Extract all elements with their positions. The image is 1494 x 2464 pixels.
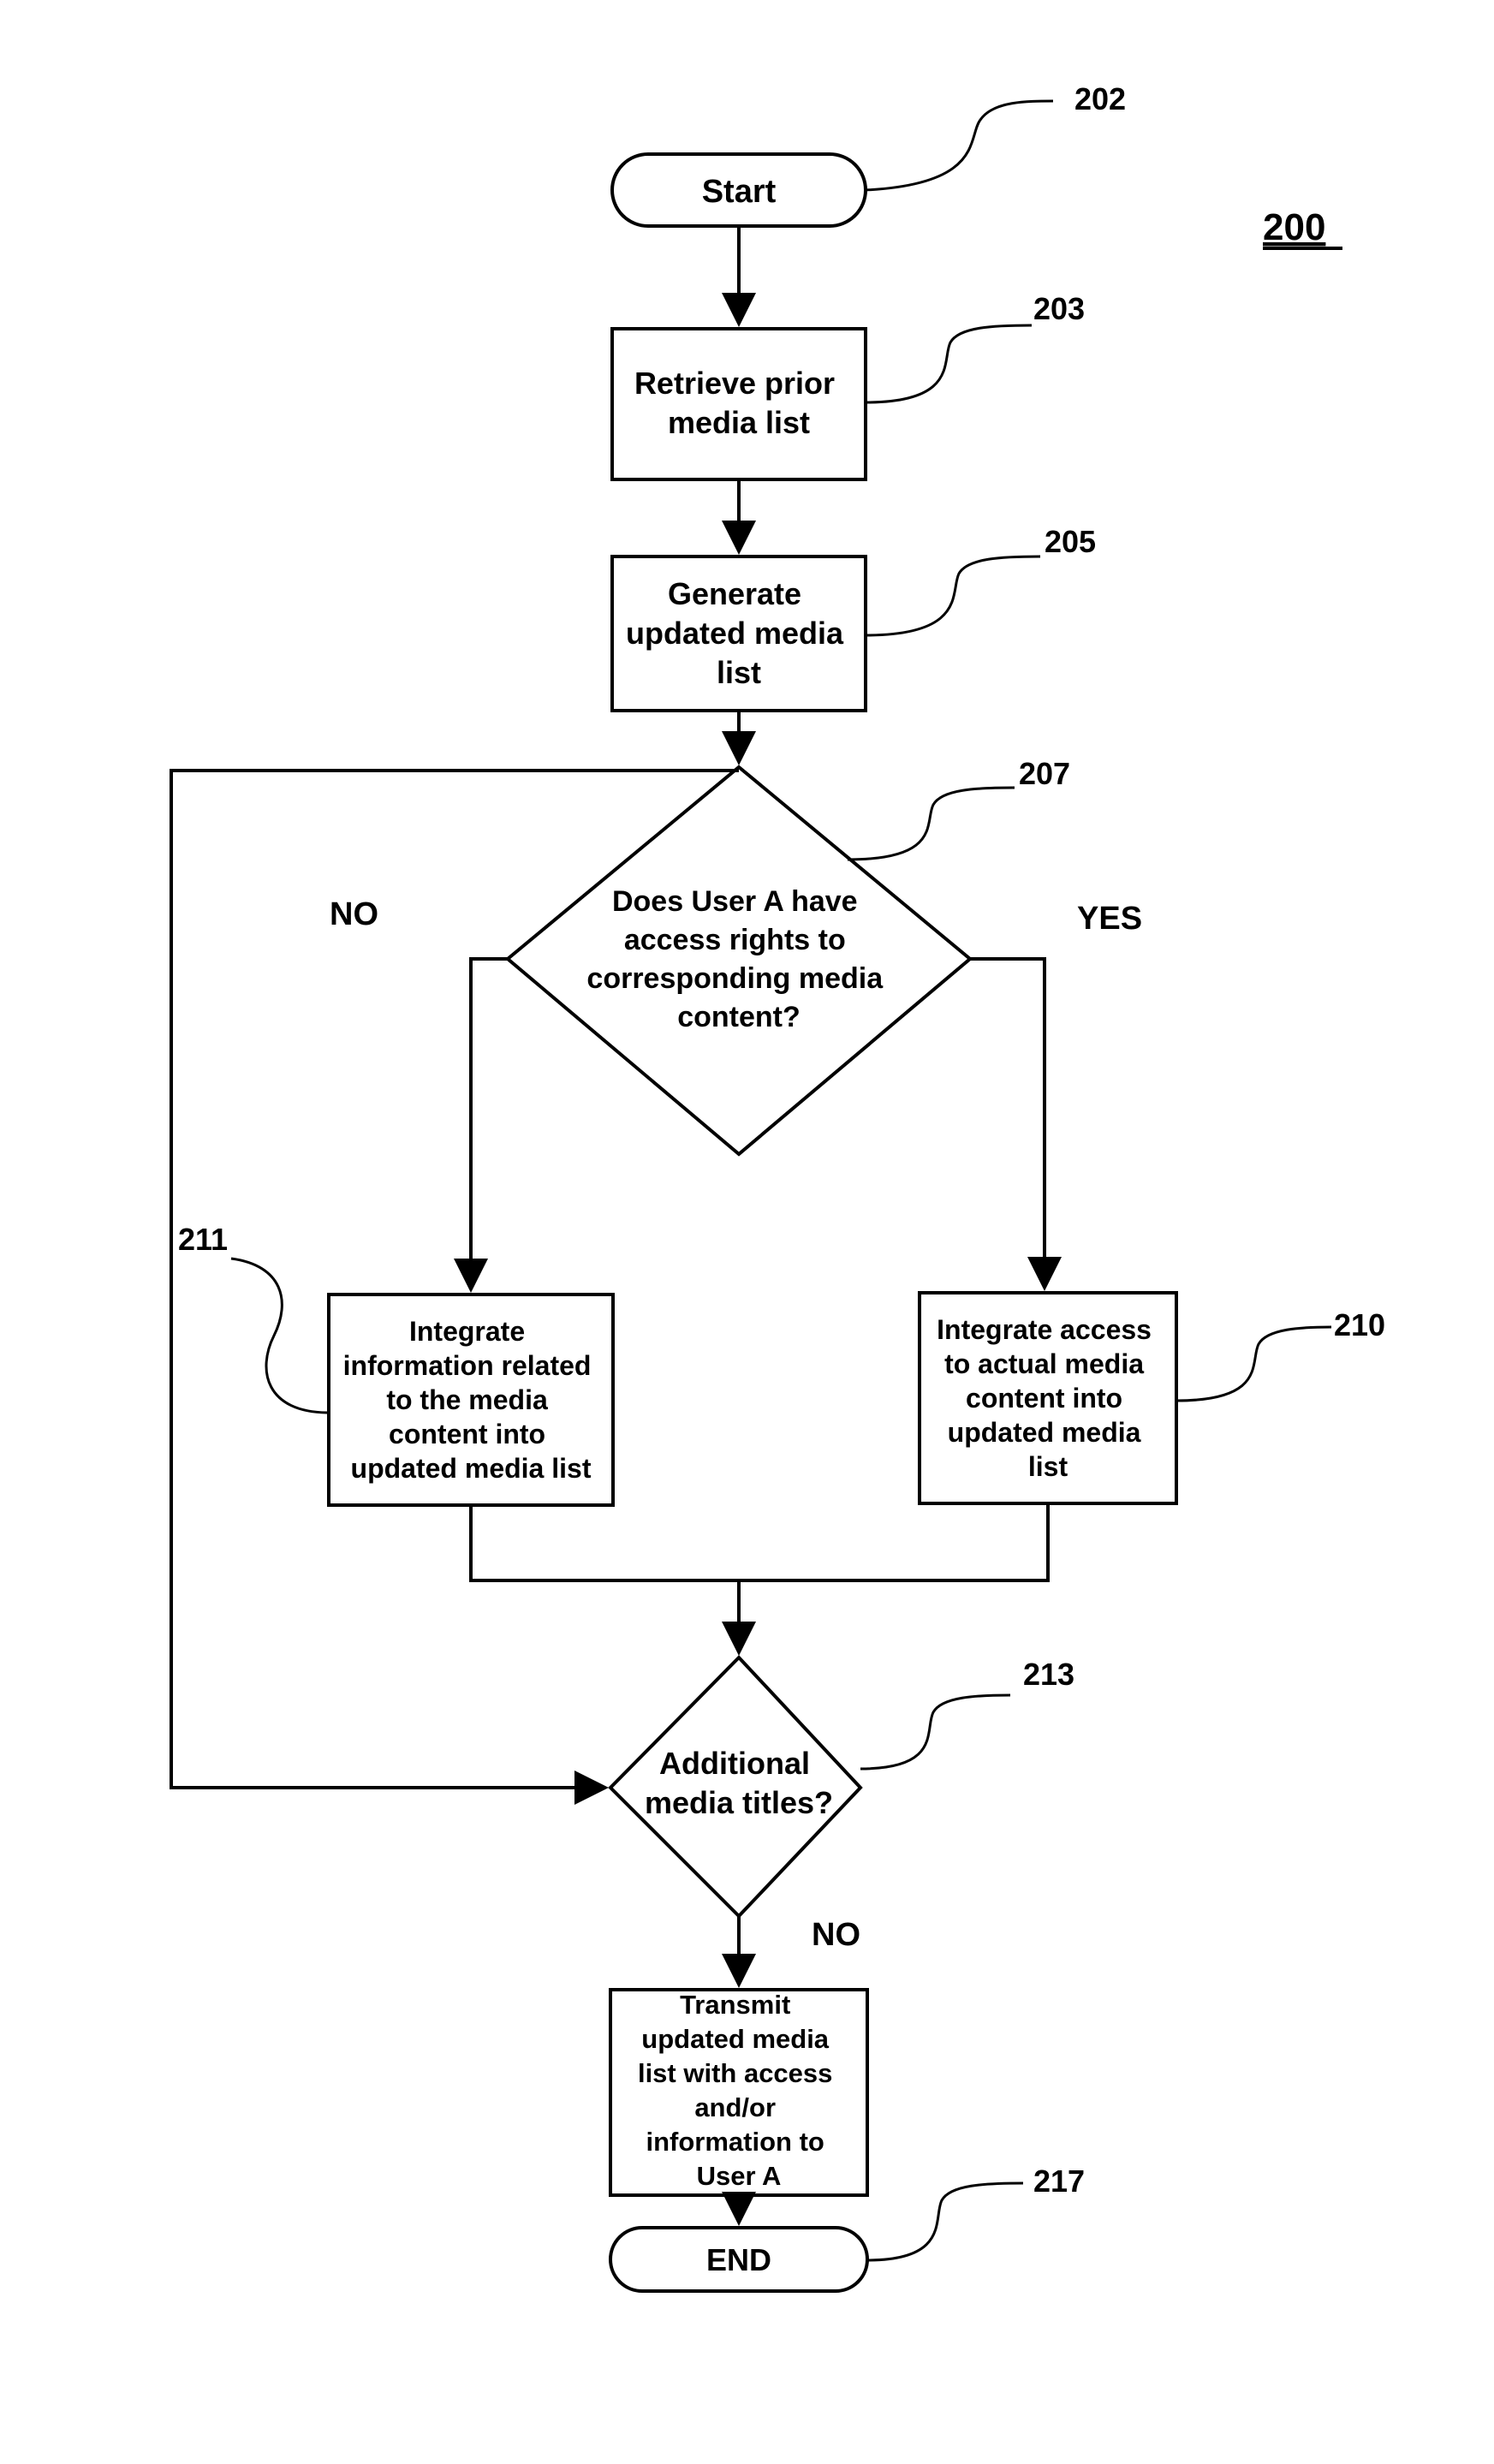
- decision1-no-label: NO: [330, 896, 378, 932]
- ref-213: 213: [1023, 1657, 1074, 1692]
- ref-205: 205: [1045, 524, 1096, 559]
- integrate-info-leader-line: [231, 1259, 329, 1413]
- arrow-decision1-to-integrate-info: [471, 959, 508, 1289]
- generate-leader-line: [866, 556, 1040, 635]
- ref-211: 211: [178, 1222, 228, 1257]
- ref-207: 207: [1019, 756, 1070, 791]
- ref-202: 202: [1074, 81, 1126, 116]
- retrieve-leader-line: [866, 325, 1032, 402]
- ref-210: 210: [1334, 1307, 1385, 1342]
- merge-line-right: [739, 1503, 1048, 1580]
- end-leader-line: [867, 2183, 1023, 2260]
- ref-203: 203: [1033, 291, 1085, 326]
- decision1-yes-label: YES: [1077, 901, 1142, 937]
- integrate-access-leader-line: [1176, 1327, 1331, 1401]
- start-leader-line: [866, 101, 1053, 190]
- figure-number: 200: [1263, 206, 1325, 248]
- decision2-no-label: NO: [812, 1917, 860, 1953]
- merge-line-left: [471, 1505, 739, 1580]
- decision2-leader-line: [860, 1695, 1010, 1769]
- decision-access-rights-diamond: [508, 767, 970, 1154]
- retrieve-prior-media-list-box: [612, 329, 866, 479]
- arrow-decision1-to-integrate-access: [970, 959, 1045, 1288]
- end-label: END: [706, 2242, 771, 2277]
- ref-217: 217: [1033, 2163, 1085, 2199]
- start-label: Start: [702, 174, 777, 210]
- decision1-leader-line: [848, 788, 1015, 860]
